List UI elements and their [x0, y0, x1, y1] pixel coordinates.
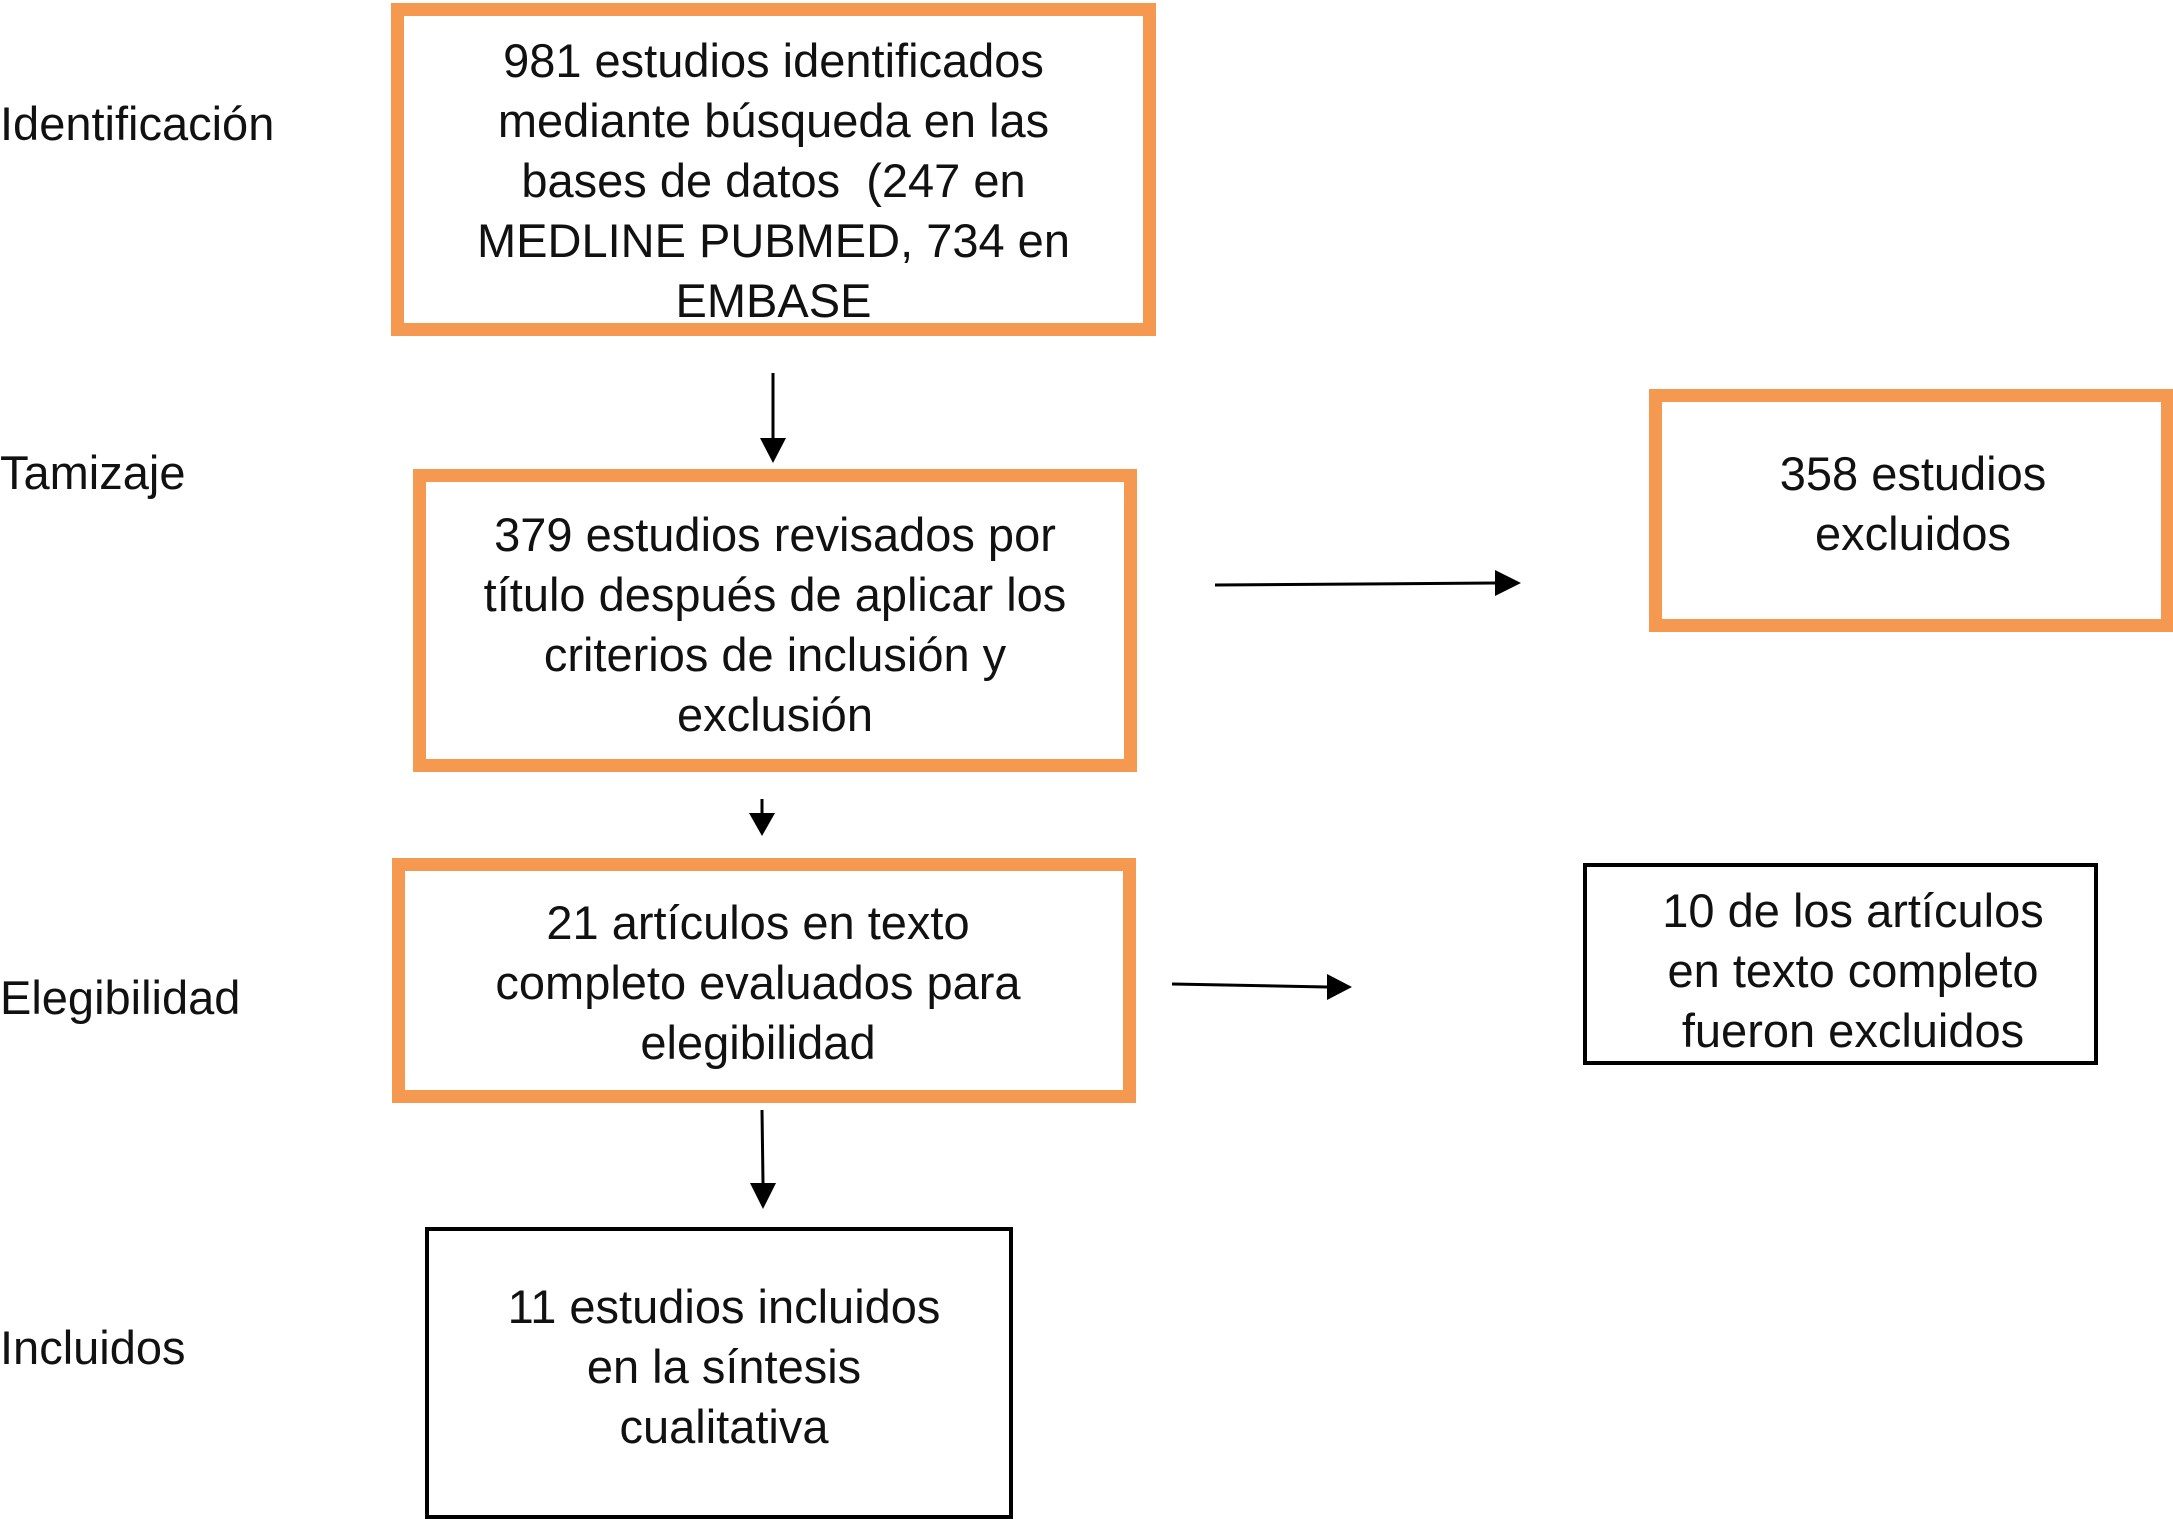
- excluded-screening-box: 358 estudios excluidos: [1649, 389, 2173, 632]
- included-studies-box: 11 estudios incluidos en la síntesis cua…: [425, 1227, 1013, 1519]
- stage-label-incluidos: Incluidos: [0, 1321, 186, 1374]
- excluded-fulltext-box: 10 de los artículos en texto completo fu…: [1583, 863, 2098, 1065]
- excluded-fulltext-text: 10 de los artículos en texto completo fu…: [1662, 884, 2044, 1057]
- screened-studies-box: 379 estudios revisados por título despué…: [413, 469, 1137, 772]
- arrow-fulltext-to-excluded: [1171, 974, 1352, 1000]
- fulltext-evaluated-text: 21 artículos en texto completo evaluados…: [495, 896, 1021, 1069]
- arrow-identified-to-screened: [760, 373, 786, 463]
- excluded-screening-text: 358 estudios excluidos: [1779, 447, 2047, 560]
- arrow-screened-to-fulltext: [749, 799, 775, 836]
- identified-studies-box: 981 estudios identificados mediante búsq…: [391, 3, 1156, 336]
- screened-studies-text: 379 estudios revisados por título despué…: [483, 508, 1067, 741]
- stage-label-identificacion: Identificación: [0, 97, 275, 150]
- arrow-screened-to-excluded: [1214, 570, 1521, 596]
- included-studies-text: 11 estudios incluidos en la síntesis cua…: [507, 1280, 941, 1453]
- arrow-fulltext-to-included: [750, 1109, 776, 1209]
- stage-label-tamizaje: Tamizaje: [0, 446, 186, 499]
- stage-label-elegibilidad: Elegibilidad: [0, 971, 241, 1024]
- identified-studies-text: 981 estudios identificados mediante búsq…: [477, 34, 1070, 327]
- fulltext-evaluated-box: 21 artículos en texto completo evaluados…: [392, 858, 1136, 1103]
